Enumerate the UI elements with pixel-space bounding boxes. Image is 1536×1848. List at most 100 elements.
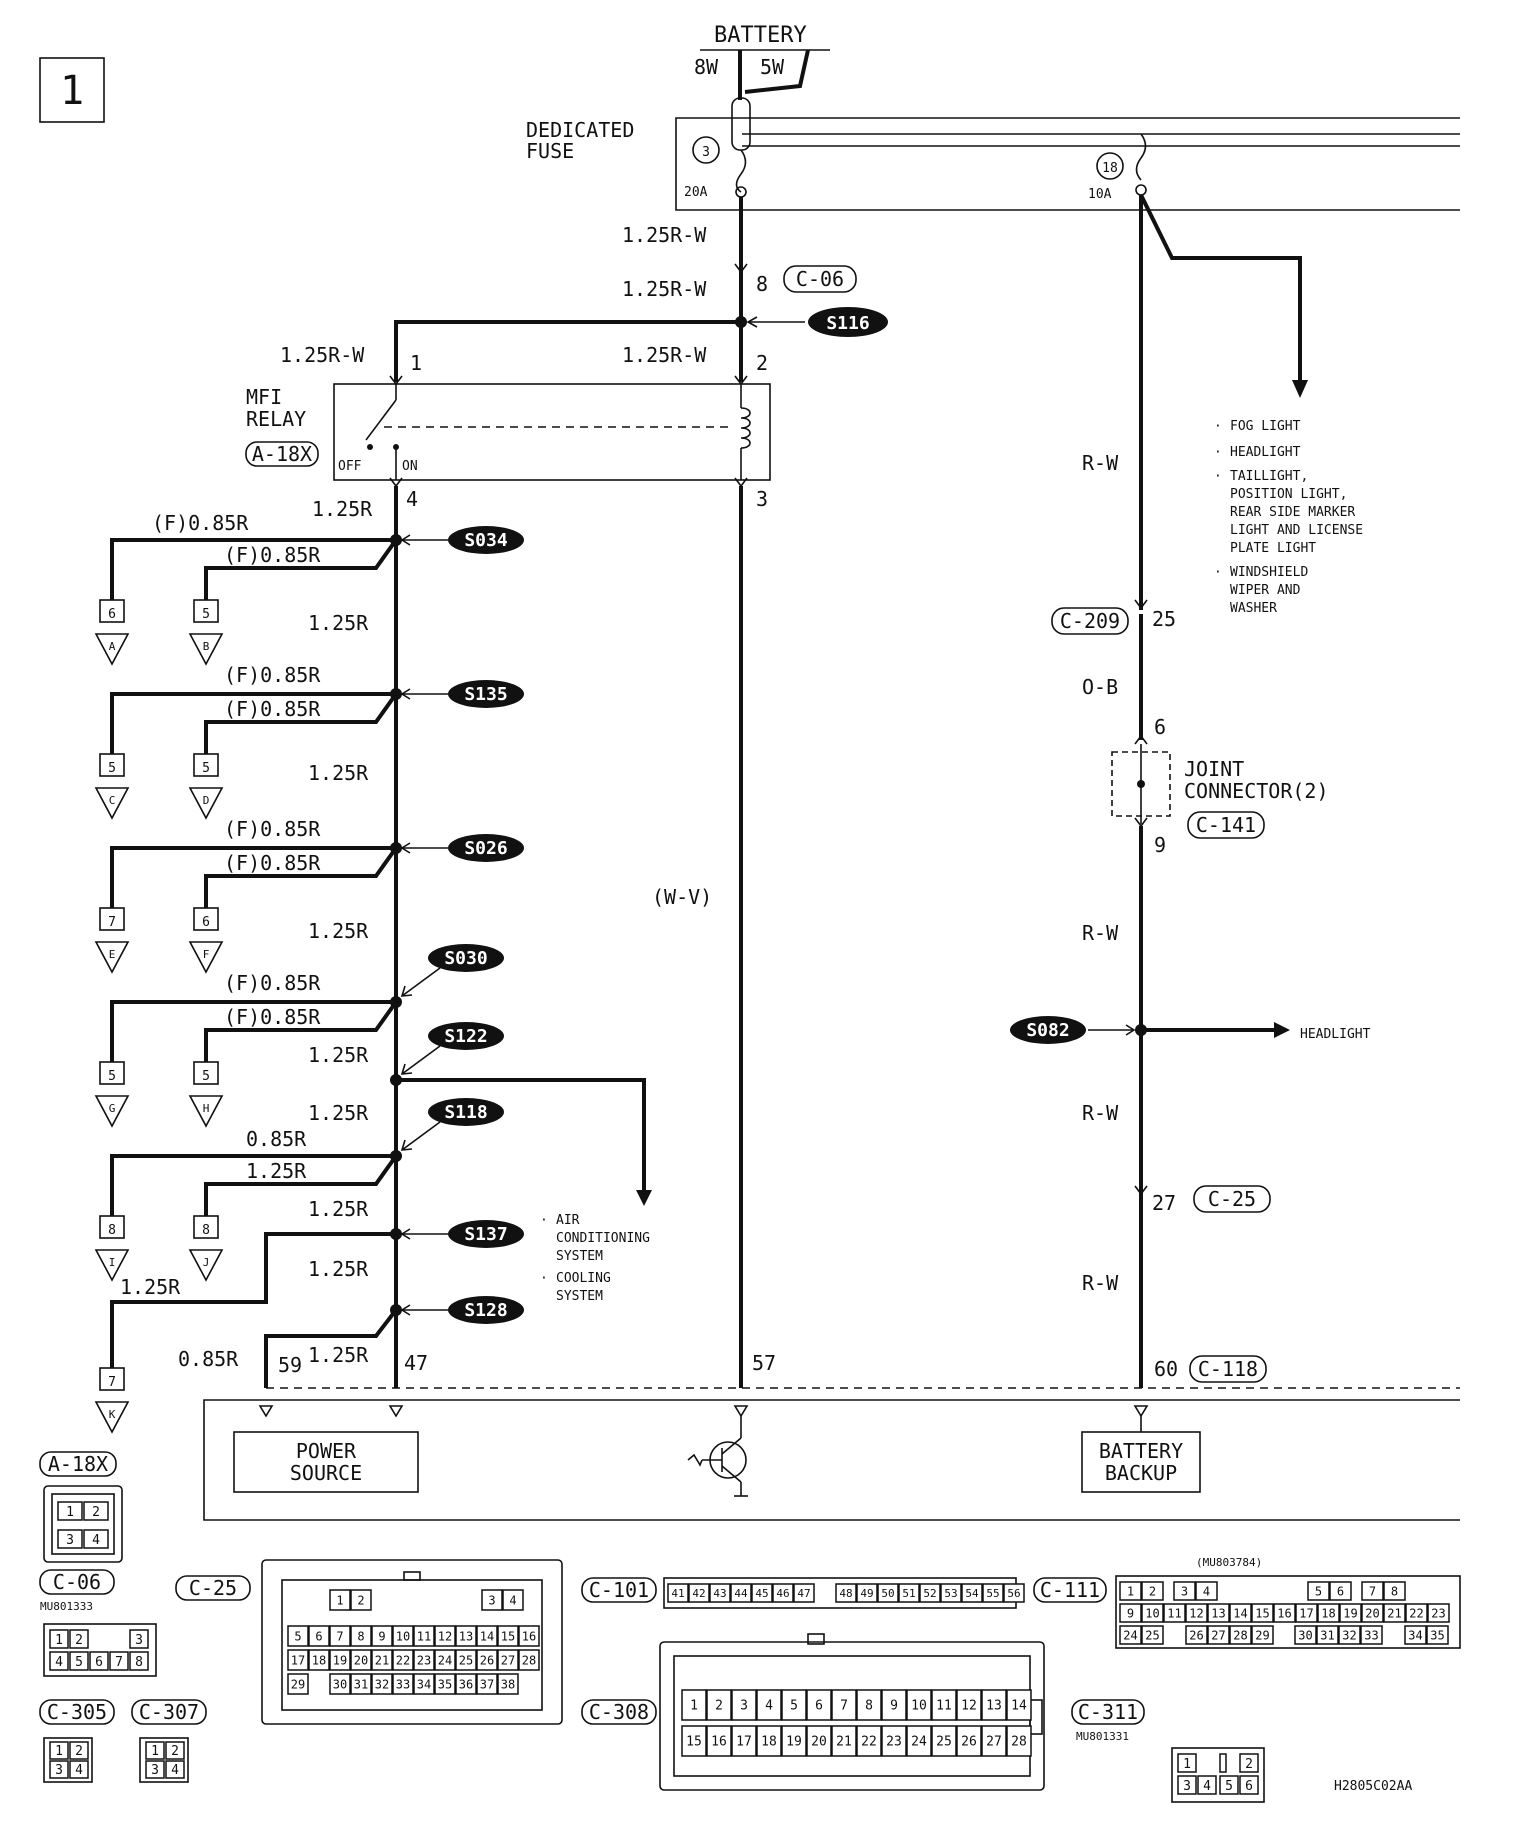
c25face-pin-label: 10	[396, 1629, 410, 1643]
c101face-pin-cell	[793, 1583, 815, 1603]
wire-label-trunk-5: 1.25R	[308, 1043, 369, 1067]
c307-pin-4: 4	[171, 1763, 179, 1778]
c25face-pin-label: 22	[396, 1653, 410, 1667]
c06-face-pin-5: 5	[75, 1655, 83, 1670]
c25face-pin-label: 11	[417, 1629, 431, 1643]
terminal-i-pin: 8	[108, 1223, 116, 1238]
c25face-pin-label: 30	[333, 1677, 347, 1691]
fuse-3-rating: 20A	[684, 185, 708, 200]
terminal-c-label: C	[109, 794, 116, 807]
c101face-pin-cell	[772, 1583, 794, 1603]
c25face-pin-label: 7	[336, 1629, 343, 1643]
terminal-j-label: J	[203, 1256, 210, 1269]
c305-face-tag	[39, 1699, 115, 1725]
ac-item-2b: SYSTEM	[556, 1289, 603, 1304]
ecu-power-source-1: POWER	[296, 1439, 357, 1463]
c308face-pin-cell	[856, 1725, 882, 1757]
c25face-pin-label: 16	[522, 1629, 536, 1643]
splice-s137: S137	[448, 1220, 524, 1248]
c308face-pin-cell	[806, 1725, 832, 1757]
s118-pointer-head	[400, 1139, 413, 1151]
c101face-pin-label: 43	[713, 1587, 726, 1600]
c308face-pin-label: 8	[865, 1699, 873, 1714]
c141-tag-label: C-141	[1196, 813, 1256, 837]
terminal-f-label: F	[203, 948, 210, 961]
c311-face-tag	[1071, 1699, 1145, 1725]
joint-label-2: CONNECTOR(2)	[1184, 779, 1329, 803]
c06-part-number: MU801333	[40, 1600, 93, 1613]
c209-pin-25: 25	[1152, 607, 1176, 631]
wire-label-trunk-1: 1.25R	[312, 497, 373, 521]
c25face-pin-label: 31	[354, 1677, 368, 1691]
a18x-pin-3: 3	[66, 1533, 74, 1548]
c307-face: 1 2 3 4	[139, 1737, 189, 1783]
wire-label-i-085r: 0.85R	[246, 1127, 307, 1151]
c111face-pin-cell	[1361, 1603, 1384, 1623]
c111face-pin-label: 8	[1391, 1584, 1398, 1598]
wire-label-trunk-8: 1.25R	[308, 1257, 369, 1281]
c25face-pin-cell	[329, 1673, 351, 1695]
c308face-pin-label: 28	[1011, 1735, 1027, 1750]
relay-on-label: ON	[402, 459, 418, 474]
fuse-18-number: 18	[1102, 161, 1118, 176]
c101face-pin-label: 44	[734, 1587, 748, 1600]
terminal-c-pin: 5	[108, 761, 116, 776]
battery-label: BATTERY	[714, 23, 807, 48]
splice-s034: S034	[448, 526, 524, 554]
c111face-pin-cell	[1195, 1581, 1218, 1601]
c25face-pin-label: 37	[480, 1677, 494, 1691]
c25face-pin-label: 13	[459, 1629, 473, 1643]
relay-switch-arm	[365, 399, 397, 441]
c111face-pin-cell	[1207, 1603, 1230, 1623]
splice-s034-label: S034	[464, 530, 508, 551]
c101face-pin-label: 52	[923, 1587, 936, 1600]
c305-pin-2: 2	[75, 1744, 83, 1759]
terminal-f-pin: 6	[202, 915, 210, 930]
splice-s122-label: S122	[444, 1026, 487, 1047]
c25face-pin-label: 15	[501, 1629, 515, 1643]
c308face-pin-cell	[856, 1689, 882, 1721]
c111face-pin-cell	[1361, 1581, 1384, 1601]
c25face-pin-cell	[350, 1589, 372, 1611]
c308face-pin-cell	[756, 1725, 782, 1757]
wire-label-upper-125rw: 1.25R-W	[622, 223, 707, 247]
splice-s082: S082	[1010, 1016, 1086, 1044]
a18x-face-tag-label: A-18X	[48, 1452, 108, 1476]
c111face-pin-cell	[1294, 1625, 1317, 1645]
c308face-pin-label: 4	[765, 1699, 773, 1714]
relay-coil	[740, 407, 751, 449]
c111face-pin-cell	[1229, 1625, 1252, 1645]
lights-bullet-4: ·	[1214, 565, 1222, 580]
wire-label-rw-2: R-W	[1082, 921, 1119, 945]
c111face-pin-label: 17	[1299, 1606, 1313, 1620]
splice-s116: S116	[808, 307, 888, 337]
lights-item-4c: WASHER	[1230, 601, 1277, 616]
c25face-pin-cell	[455, 1649, 477, 1671]
c111face-pin-cell	[1185, 1603, 1208, 1623]
c308face-pin-cell	[706, 1725, 732, 1757]
c06-face-pin-8: 8	[135, 1655, 143, 1670]
terminal-i-label: I	[109, 1256, 116, 1269]
c06-face-pin-1: 1	[55, 1633, 63, 1648]
c308face-pin-label: 25	[936, 1735, 952, 1750]
c311-pin-6: 6	[1245, 1779, 1253, 1794]
relay-off-label: OFF	[338, 459, 362, 474]
terminal-b: 5 B	[188, 599, 224, 666]
c308face-pin-label: 27	[986, 1735, 1002, 1750]
c111face-pin-label: 14	[1233, 1606, 1247, 1620]
c308face-pin-cell	[931, 1725, 957, 1757]
c308face-pin-label: 21	[836, 1735, 852, 1750]
splice-s128: S128	[448, 1296, 524, 1324]
ac-bullet-1: ·	[540, 1213, 548, 1228]
c25-face-tag-label: C-25	[189, 1576, 237, 1600]
c25face-pin-cell	[287, 1673, 309, 1695]
ac-item-2a: COOLING	[556, 1271, 611, 1286]
s082-pointer-head	[1125, 1024, 1136, 1036]
c111face-pin-label: 7	[1369, 1584, 1376, 1598]
c25face-pin-label: 34	[417, 1677, 431, 1691]
c25face-pin-cell	[413, 1625, 435, 1647]
c111face-pin-label: 21	[1387, 1606, 1401, 1620]
ecu-battery-backup-2: BACKUP	[1105, 1461, 1177, 1485]
